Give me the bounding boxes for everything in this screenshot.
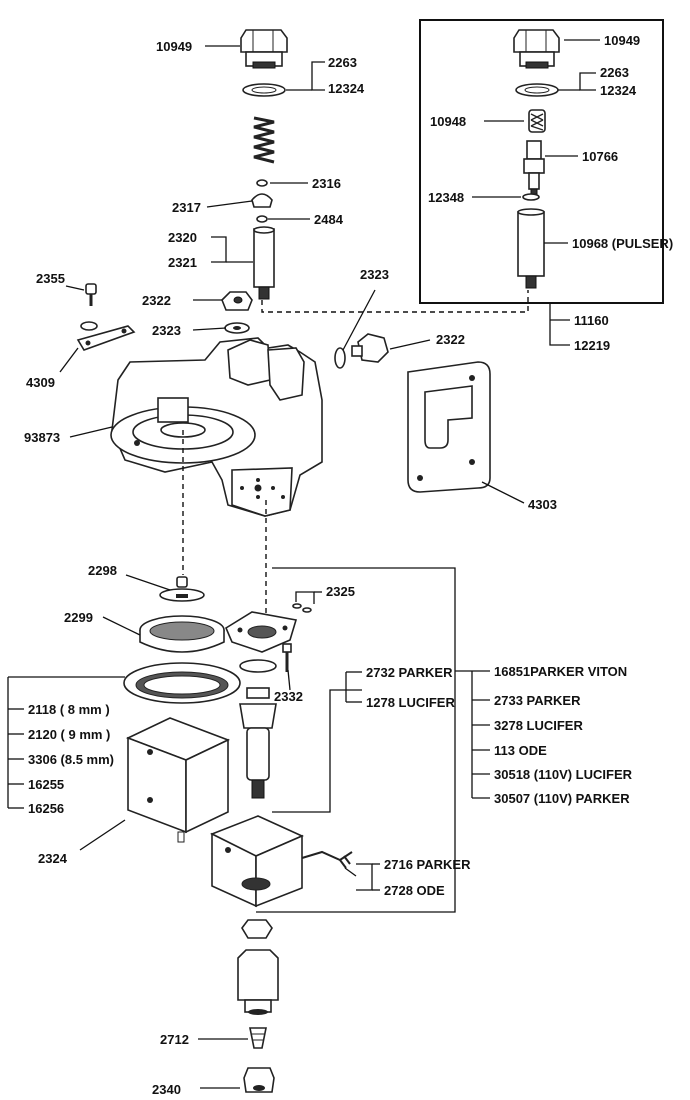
label-2120: 2120 ( 9 mm ) (28, 727, 111, 742)
label-2322-left: 2322 (142, 293, 171, 308)
label-16851-parker-viton: 16851PARKER VITON (494, 664, 628, 679)
screw-2298 (159, 576, 205, 602)
label-3306: 3306 (8.5 mm) (28, 752, 114, 767)
label-2484: 2484 (314, 212, 343, 227)
label-16256: 16256 (28, 801, 65, 816)
screw-2332 (282, 643, 292, 672)
cap-nut-10949 (240, 29, 288, 69)
plunger-2320 (253, 226, 275, 300)
coil-16851 (210, 815, 353, 908)
label-2299: 2299 (64, 610, 93, 625)
fitting-2322-left (221, 291, 253, 311)
label-2263-inset: 2263 (600, 65, 629, 80)
label-1278-lucifer: 1278 LUCIFER (366, 695, 455, 710)
dashed-line-inset (261, 290, 529, 313)
filter-10948 (528, 109, 546, 133)
oring-2325a (292, 603, 302, 609)
label-2324: 2324 (38, 851, 67, 866)
label-12219: 12219 (574, 338, 611, 353)
label-10948: 10948 (430, 114, 467, 129)
filter-cap-2299 (139, 615, 225, 653)
cap-2340 (243, 1067, 275, 1093)
label-2325: 2325 (326, 584, 355, 599)
valve-body-93873 (110, 337, 323, 517)
label-2323-right: 2323 (360, 267, 389, 282)
label-12324-inset: 12324 (600, 83, 637, 98)
fitting-2322-right (351, 333, 389, 363)
bracket-4309 (76, 283, 136, 351)
washer-2323-right (334, 347, 346, 369)
cover-2324 (125, 717, 231, 843)
leader-lines (7, 39, 600, 1089)
label-2716-parker: 2716 PARKER (384, 857, 471, 872)
armature-tube-2732 (239, 687, 277, 799)
label-4309: 4309 (26, 375, 55, 390)
label-2118: 2118 ( 8 mm ) (28, 702, 110, 717)
label-10949-inset: 10949 (604, 33, 641, 48)
label-2712: 2712 (160, 1032, 189, 1047)
filter-2712 (249, 1027, 267, 1049)
label-2732-parker: 2732 PARKER (366, 665, 453, 680)
gasket-under-adapter (239, 659, 277, 673)
label-113-ode: 113 ODE (494, 743, 547, 758)
label-30518: 30518 (110V) LUCIFER (494, 767, 633, 782)
label-2322-right: 2322 (436, 332, 465, 347)
pulser-10968 (517, 208, 545, 289)
spring (253, 116, 275, 164)
oring-2316 (256, 179, 268, 187)
label-2263: 2263 (328, 55, 357, 70)
mounting-plate-4303 (407, 361, 491, 493)
label-12348: 12348 (428, 190, 465, 205)
ring-gasket (123, 662, 241, 704)
cap-nut-10949-inset (513, 29, 560, 69)
label-11160: 11160 (574, 313, 609, 328)
oring-2484 (256, 215, 268, 223)
label-30507: 30507 (110V) PARKER (494, 791, 630, 806)
label-2316: 2316 (312, 176, 341, 191)
oring-12348 (522, 193, 540, 201)
label-12324: 12324 (328, 81, 365, 96)
label-3278-lucifer: 3278 LUCIFER (494, 718, 583, 733)
label-2355: 2355 (36, 271, 65, 286)
label-2298: 2298 (88, 563, 117, 578)
plunger-tip-2317 (251, 193, 273, 208)
valve-seat-adapter (224, 611, 298, 653)
label-16255: 16255 (28, 777, 65, 792)
fitting-lower (237, 949, 279, 1015)
label-93873: 93873 (24, 430, 61, 445)
label-2321: 2321 (168, 255, 197, 270)
label-2332: 2332 (274, 689, 303, 704)
label-2733-parker: 2733 PARKER (494, 693, 581, 708)
inset-frame (419, 19, 664, 304)
label-2340: 2340 (152, 1082, 181, 1097)
label-2320: 2320 (168, 230, 197, 245)
nut-lower (241, 919, 273, 939)
label-4303: 4303 (528, 497, 557, 512)
label-10766: 10766 (582, 149, 619, 164)
label-2728-ode: 2728 ODE (384, 883, 445, 898)
oring-2325b (302, 607, 312, 613)
orifice-10766 (523, 140, 545, 195)
label-2323-left: 2323 (152, 323, 181, 338)
label-2317: 2317 (172, 200, 201, 215)
label-10968-pulser: 10968 (PULSER) (572, 236, 674, 251)
label-10949: 10949 (156, 39, 193, 54)
